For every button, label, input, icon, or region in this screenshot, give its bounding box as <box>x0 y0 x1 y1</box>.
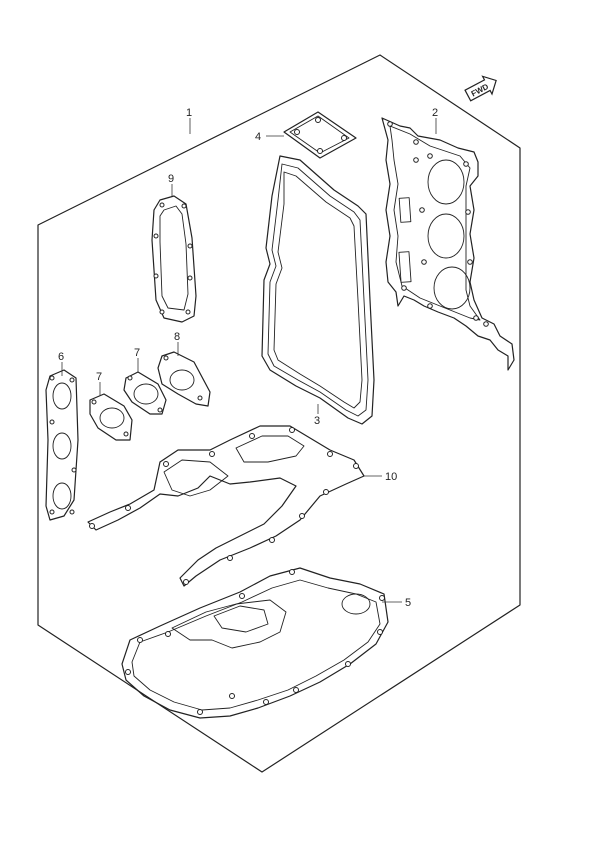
part-7-gasket-b <box>89 393 133 441</box>
part-6-manifold-gasket <box>45 369 79 521</box>
part-8-gasket <box>157 351 211 407</box>
callout-4: 4 <box>255 131 261 143</box>
part-7-gasket-a <box>123 371 167 415</box>
callout-7a: 7 <box>134 347 140 359</box>
part-9-gasket <box>151 195 197 323</box>
part-3-cover-gasket <box>261 155 375 425</box>
fwd-arrow-icon: FWD <box>464 75 497 102</box>
kit-frame <box>37 54 521 773</box>
callout-6: 6 <box>58 351 64 363</box>
callout-5: 5 <box>405 597 411 609</box>
callout-7b: 7 <box>96 371 102 383</box>
part-4-gasket <box>283 111 357 159</box>
part-5-lower-gasket <box>121 567 389 719</box>
callout-8: 8 <box>174 331 180 343</box>
callout-10: 10 <box>385 471 397 483</box>
callout-1: 1 <box>186 107 192 119</box>
callout-3: 3 <box>314 415 320 427</box>
callout-2: 2 <box>432 107 438 119</box>
part-2-head-gasket <box>381 117 515 371</box>
callout-9: 9 <box>168 173 174 185</box>
part-10-case-gasket <box>87 425 365 587</box>
